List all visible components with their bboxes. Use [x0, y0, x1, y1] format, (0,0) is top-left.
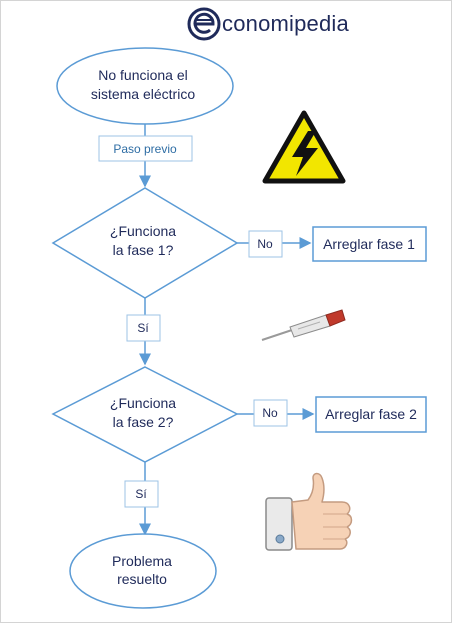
prev-step-label-box [98, 135, 193, 162]
decision2-yes-label: Sí [135, 487, 147, 501]
decision2-no-label: No [262, 406, 278, 420]
decision1-yes-label: Sí [137, 321, 149, 335]
economipedia-e-icon [187, 7, 221, 41]
decision1-no-label: No [257, 237, 273, 251]
decision2-line2: la fase 2? [113, 414, 174, 430]
decision1-line2: la fase 1? [113, 242, 174, 258]
action2-node [315, 396, 427, 433]
decision2-yes-label-box [124, 480, 159, 508]
prev-step-label: Paso previo [113, 142, 177, 156]
action1-label: Arreglar fase 1 [323, 236, 415, 252]
end-node-line1: Problema [112, 553, 172, 569]
end-node-line2: resuelto [117, 571, 167, 587]
decision1-yes-label-box [126, 314, 161, 342]
logo: conomipedia [186, 6, 349, 42]
voltage-tester-screwdriver-icon [261, 309, 346, 341]
logo-text: conomipedia [222, 11, 349, 36]
decision1-no-label-box [248, 230, 283, 258]
start-node-line2: sistema eléctrico [91, 86, 195, 102]
end-node [69, 533, 217, 609]
decision2-no-label-box [253, 399, 288, 427]
decision1-line1: ¿Funciona [110, 223, 176, 239]
thumbs-up-icon [265, 472, 353, 551]
decision2-line1: ¿Funciona [110, 395, 176, 411]
action1-node [312, 226, 427, 262]
action2-label: Arreglar fase 2 [325, 406, 417, 422]
high-voltage-warning-icon [262, 110, 346, 184]
start-node-line1: No funciona el [98, 67, 188, 83]
